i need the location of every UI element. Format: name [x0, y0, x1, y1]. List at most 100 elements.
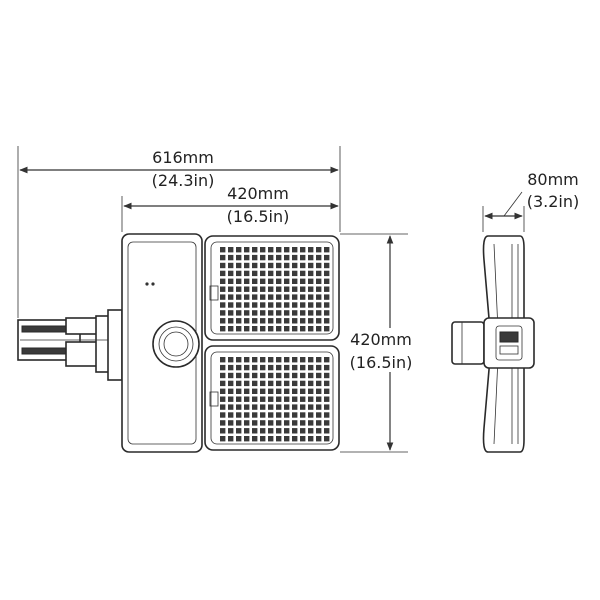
led-chip [316, 436, 322, 442]
led-chip [316, 294, 322, 300]
led-chip [244, 286, 250, 292]
led-chip [252, 270, 258, 277]
led-chip [268, 294, 274, 300]
led-chip [252, 388, 258, 394]
led-chip [316, 372, 322, 379]
led-chip [308, 388, 314, 394]
led-chip [268, 364, 274, 371]
led-chip [324, 270, 330, 277]
led-chip [228, 428, 234, 434]
led-chip [308, 380, 314, 387]
led-chip [244, 262, 250, 269]
led-chip [300, 372, 306, 379]
led-chip [324, 278, 330, 284]
overall-width-inch: (24.3in) [152, 171, 215, 190]
led-chip [276, 364, 282, 371]
led-chip [284, 357, 290, 363]
led-chip [260, 372, 266, 379]
led-chip [284, 318, 290, 324]
led-chip [284, 388, 290, 394]
led-chip [220, 357, 226, 363]
body-height-inch: (16.5in) [350, 353, 413, 372]
led-chip [236, 310, 242, 316]
led-chip [228, 420, 234, 426]
led-chip [324, 364, 330, 371]
led-chip [316, 286, 322, 292]
led-chip [268, 357, 274, 363]
led-chip [300, 310, 306, 316]
led-chip [284, 326, 290, 332]
led-chip [276, 420, 282, 426]
led-chip [316, 364, 322, 371]
led-chip [324, 380, 330, 387]
led-chip [244, 247, 250, 253]
led-chip [276, 247, 282, 253]
led-chip [284, 420, 290, 426]
led-chip [276, 396, 282, 402]
led-chip [268, 270, 274, 277]
led-chip [300, 428, 306, 434]
led-chip [220, 396, 226, 402]
led-chip [300, 380, 306, 387]
led-chip [220, 318, 226, 324]
led-chip [260, 302, 266, 308]
led-chip [276, 254, 282, 261]
led-chip [228, 318, 234, 324]
led-chip [244, 436, 250, 442]
led-chip [324, 254, 330, 261]
led-chip [268, 262, 274, 269]
led-chip [292, 254, 298, 261]
led-chip [228, 372, 234, 379]
led-chip [316, 278, 322, 284]
led-chip [220, 262, 226, 269]
led-chip [300, 286, 306, 292]
led-chip [292, 396, 298, 402]
led-chip [316, 310, 322, 316]
led-chip [292, 420, 298, 426]
led-chip [276, 318, 282, 324]
led-chip [244, 372, 250, 379]
led-chip [236, 262, 242, 269]
led-chip [276, 380, 282, 387]
led-chip [316, 380, 322, 387]
led-chip [268, 412, 274, 418]
led-chip [268, 247, 274, 253]
led-chip [220, 254, 226, 261]
led-chip [292, 357, 298, 363]
led-chip [228, 302, 234, 308]
led-chip [252, 364, 258, 371]
led-chip [228, 404, 234, 410]
led-chip [316, 396, 322, 402]
led-chip [284, 247, 290, 253]
led-chip [252, 302, 258, 308]
led-module-top [204, 235, 340, 341]
led-chip [260, 388, 266, 394]
led-chip [316, 428, 322, 434]
led-chip [260, 286, 266, 292]
led-chip [292, 262, 298, 269]
led-chip [252, 318, 258, 324]
led-chip [228, 388, 234, 394]
led-chip [308, 302, 314, 308]
led-chip [284, 294, 290, 300]
led-chip [308, 412, 314, 418]
led-chip [276, 278, 282, 284]
led-chip [260, 380, 266, 387]
led-chip [236, 254, 242, 261]
led-chip [236, 302, 242, 308]
led-chip [252, 357, 258, 363]
led-chip [228, 326, 234, 332]
led-chip [268, 420, 274, 426]
led-chip [228, 247, 234, 253]
led-chip [268, 380, 274, 387]
led-chip [236, 286, 242, 292]
led-chip [316, 404, 322, 410]
led-chip [324, 262, 330, 269]
led-chip [308, 270, 314, 277]
led-chip [220, 380, 226, 387]
led-chip [284, 310, 290, 316]
led-chip [252, 420, 258, 426]
led-chip [268, 310, 274, 316]
led-chip [260, 412, 266, 418]
led-chip [260, 404, 266, 410]
